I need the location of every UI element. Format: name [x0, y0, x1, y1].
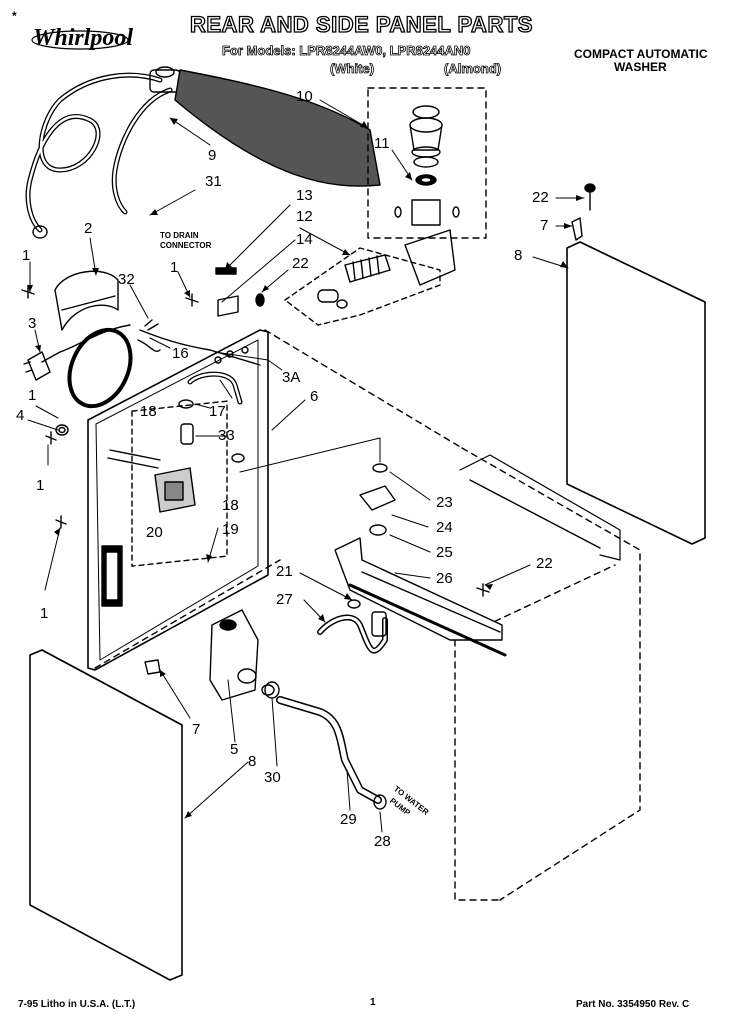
- pressure-switch: [107, 449, 196, 513]
- callout-30: 30: [264, 769, 281, 786]
- callout-12: 12: [296, 208, 313, 225]
- leader-lines: [27, 99, 585, 833]
- callout-1e: 1: [40, 605, 49, 622]
- brand-logo: Whirlpool: [33, 25, 134, 51]
- drain-hose: [25, 66, 191, 239]
- arrowheads: [27, 118, 584, 818]
- callout-9: 9: [208, 147, 217, 164]
- valve-parts-box: [284, 247, 441, 326]
- callout-21: 21: [276, 563, 293, 580]
- callout-1b: 1: [170, 259, 179, 276]
- footer-litho: 7-95 Litho in U.S.A. (L.T.): [18, 999, 136, 1010]
- variant-white: (White): [330, 61, 375, 76]
- callout-1a: 1: [22, 247, 31, 264]
- footer-page-number: 1: [370, 997, 376, 1008]
- callout-26: 26: [436, 570, 453, 587]
- callout-13: 13: [296, 187, 313, 204]
- callout-7b: 7: [192, 721, 201, 738]
- side-panel-left: [29, 649, 183, 981]
- callout-7a: 7: [540, 217, 549, 234]
- callout-25: 25: [436, 544, 453, 561]
- hose-guide: [54, 270, 119, 331]
- rear-panel: [87, 329, 269, 671]
- callout-3a: 3A: [282, 369, 301, 386]
- product-line-1: COMPACT AUTOMATIC: [574, 47, 708, 61]
- callout-14: 14: [296, 231, 313, 248]
- page-title: REAR AND SIDE PANEL PARTS: [189, 12, 533, 37]
- pressure-switch-box: [131, 400, 228, 567]
- inlet-assembly-box: [367, 87, 487, 239]
- callout-24: 24: [436, 519, 453, 536]
- callout-29: 29: [340, 811, 357, 828]
- callout-28: 28: [374, 833, 391, 850]
- drain-note-1: TO DRAIN: [160, 231, 199, 240]
- callout-27: 27: [276, 591, 293, 608]
- callout-1d: 1: [36, 477, 45, 494]
- callout-8a: 8: [514, 247, 523, 264]
- asterisk-mark: *: [12, 9, 17, 23]
- power-cord: [23, 324, 131, 381]
- footer-part-number: Part No. 3354950 Rev. C: [576, 999, 690, 1010]
- callout-8b: 8: [248, 753, 257, 770]
- bracket-assembly: [334, 463, 507, 657]
- logo-oval: [31, 30, 129, 50]
- callout-32: 32: [118, 271, 135, 288]
- callout-2: 2: [84, 220, 93, 237]
- tube-16: [139, 329, 261, 366]
- callout-23: 23: [436, 494, 453, 511]
- callout-3: 3: [28, 315, 37, 332]
- callout-22c: 22: [536, 555, 553, 572]
- callout-18b: 18: [222, 497, 239, 514]
- callout-6: 6: [310, 388, 319, 405]
- callout-11: 11: [374, 135, 390, 152]
- product-line-2: WASHER: [614, 60, 667, 74]
- drain-note-2: CONNECTOR: [160, 241, 212, 250]
- side-panel-right: [566, 241, 706, 545]
- models-line: For Models: LPR8244AW0, LPR8244AN0: [222, 43, 471, 58]
- callout-22b: 22: [532, 189, 549, 206]
- callout-5: 5: [230, 741, 239, 758]
- callout-22a: 22: [292, 255, 309, 272]
- pump: [209, 609, 275, 701]
- inlet-fitting: [394, 105, 460, 286]
- top-frame: [459, 454, 621, 561]
- callout-33: 33: [218, 427, 235, 444]
- callout-17: 17: [209, 403, 226, 420]
- callout-1c: 1: [28, 387, 37, 404]
- inlet-band: [174, 69, 381, 187]
- callout-16: 16: [172, 345, 189, 362]
- callout-18a: 18: [140, 403, 157, 420]
- callout-31: 31: [205, 173, 222, 190]
- variant-almond: (Almond): [444, 61, 502, 76]
- callout-20: 20: [146, 524, 163, 541]
- callout-10: 10: [296, 88, 313, 105]
- cabinet-outline: [94, 329, 641, 901]
- callout-4: 4: [16, 407, 25, 424]
- callout-19: 19: [222, 521, 239, 538]
- hose-ring: [67, 327, 133, 409]
- screws: [21, 183, 596, 597]
